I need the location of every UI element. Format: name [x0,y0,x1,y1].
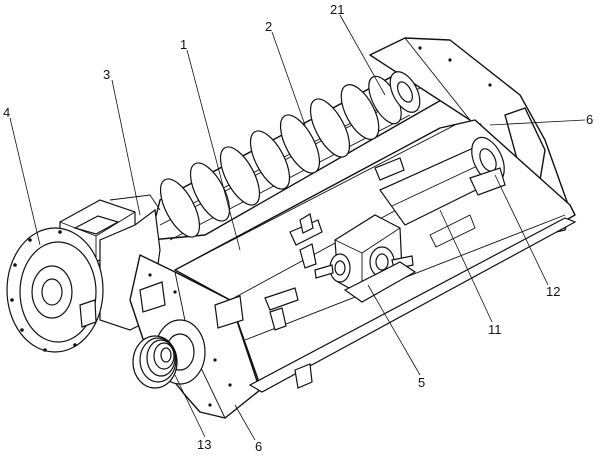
callout-4: 4 [3,105,10,120]
callout-leaders [9,14,586,441]
callout-labels: 1 2 21 3 4 6 12 11 5 13 6 [3,2,593,454]
auger-screw [159,71,421,241]
callout-1: 1 [180,37,187,52]
callout-12: 12 [546,284,560,299]
flail-blades [264,157,405,331]
cutter-shaft [379,136,506,248]
callout-3: 3 [103,67,110,82]
gearbox [314,214,417,303]
callout-13: 13 [197,437,211,452]
bottom-skid [248,217,577,393]
callout-5: 5 [418,375,425,390]
callout-2: 2 [265,19,272,34]
callout-21: 21 [330,2,344,17]
callout-11: 11 [488,322,502,337]
belt-pulley [132,335,178,389]
blower-assembly [6,194,161,353]
callout-6-upper: 6 [586,112,593,127]
callout-6-lower: 6 [255,439,262,454]
